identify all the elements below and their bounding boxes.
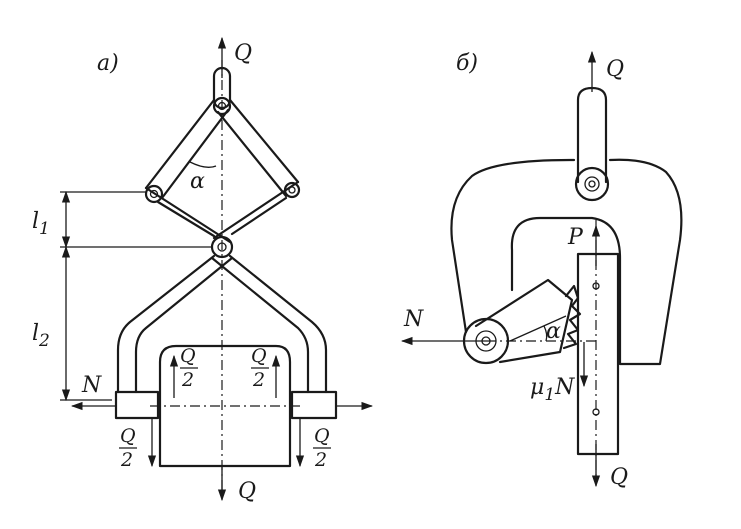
- figure-b-shackle-pivot: [574, 166, 610, 202]
- figure-b-clamp: б) Q α N: [400, 50, 683, 490]
- figure-a-arm-left-upper: [144, 186, 232, 244]
- figure-a-l2-label: l2: [32, 321, 50, 351]
- svg-text:Q: Q: [251, 345, 267, 367]
- svg-text:2: 2: [120, 449, 133, 471]
- figure-a-tongs: а) Q α: [32, 36, 374, 504]
- figure-a-force-n-left-label: N: [81, 373, 102, 398]
- figure-a-pivot-right: [283, 181, 301, 199]
- figure-a-angle-label: α: [190, 169, 205, 194]
- figure-a-half-label-left-up: Q 2: [180, 345, 198, 391]
- figure-a-arm-left-lower: [116, 254, 234, 394]
- figure-a-force-q-top-label: Q: [234, 41, 252, 66]
- figure-a-caption: а): [97, 51, 119, 76]
- figure-b-clamped-plate: [576, 252, 620, 456]
- figure-a-l1-label: l1: [32, 209, 50, 239]
- figure-a-jaw-right: [290, 390, 338, 420]
- figure-a-load-block: [158, 344, 292, 468]
- svg-text:Q: Q: [314, 425, 330, 447]
- figure-a-arm-right-upper: [212, 180, 300, 240]
- figure-b-angle-label: α: [546, 319, 561, 344]
- figure-b-shackle: [576, 86, 608, 184]
- figure-a-arm-right-lower: [210, 254, 328, 394]
- figure-a-upper-link-right: [216, 98, 300, 198]
- figure-a-upper-link-left: [144, 98, 230, 200]
- figure-a-half-label-right-up: Q 2: [251, 345, 269, 391]
- figure-b-friction-label: μ1N: [530, 375, 575, 405]
- svg-text:2: 2: [181, 369, 194, 391]
- figure-b-caption: б): [456, 51, 478, 76]
- figure-a-force-q-bottom-label: Q: [238, 479, 256, 504]
- figure-a-shackle: [212, 66, 232, 110]
- figure-b-force-p-label: P: [567, 225, 584, 250]
- figure-b-angle-ray: [509, 315, 567, 342]
- figure-b-frame: [450, 158, 683, 366]
- figure-b-angle-arc: [543, 325, 548, 342]
- figure-a-pivot-left: [144, 184, 164, 204]
- figure-a-jaw-left: [114, 390, 160, 420]
- figure-a-half-label-left-down: Q 2: [119, 425, 137, 471]
- svg-text:Q: Q: [120, 425, 136, 447]
- figure-a-angle-arc: [189, 161, 217, 168]
- svg-text:Q: Q: [180, 345, 196, 367]
- figure-b-force-q-bottom-label: Q: [610, 465, 628, 490]
- figure-b-lever: [474, 278, 574, 364]
- figure-a-half-label-right-down: Q 2: [313, 425, 331, 471]
- svg-text:2: 2: [252, 369, 265, 391]
- svg-text:2: 2: [314, 449, 327, 471]
- figure-b-force-q-top-label: Q: [606, 57, 624, 82]
- figure-b-cam-teeth: [562, 284, 582, 350]
- figure-b-force-n-label: N: [403, 307, 424, 332]
- figure-a-pivot-top: [212, 96, 232, 116]
